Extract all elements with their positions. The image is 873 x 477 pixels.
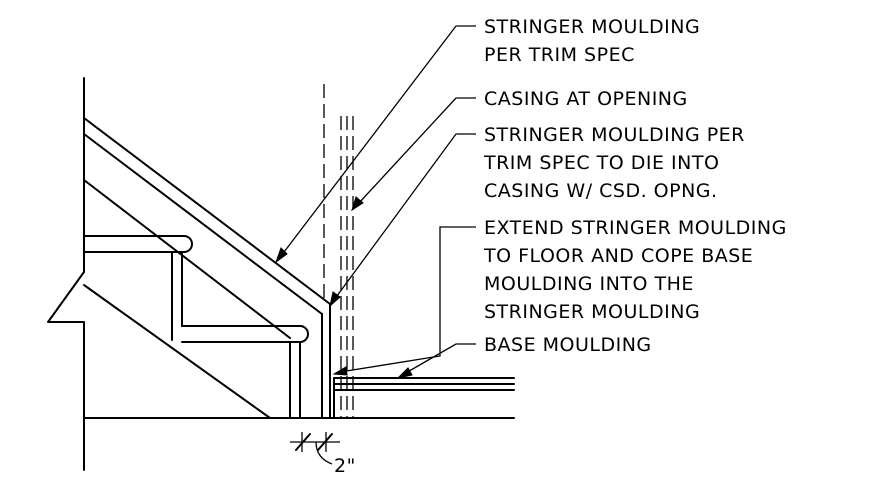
leader-casing: [357, 97, 476, 205]
stringer-bottom-diag: [83, 284, 271, 419]
leaders: [274, 25, 476, 379]
dimension-2-inch: 2": [290, 432, 356, 477]
note-extend-line3: MOULDING INTO THE: [484, 273, 694, 295]
stringer-moulding-top: [83, 117, 331, 305]
note-stringer-die-line3: CASING W/ CSD. OPNG.: [484, 180, 718, 202]
note-stringer-moulding-line1: STRINGER MOULDING: [484, 16, 700, 38]
stringer-moulding-bottom: [83, 133, 323, 315]
note-stringer-moulding-line2: PER TRIM SPEC: [484, 44, 635, 66]
dimension-value: 2": [334, 455, 356, 477]
note-extend-line4: STRINGER MOULDING: [484, 301, 700, 323]
lower-tread: [181, 325, 309, 343]
note-base-moulding: BASE MOULDING: [484, 334, 652, 356]
leader-stringer-moulding: [280, 25, 476, 257]
arrow-base-moulding: [396, 367, 413, 379]
note-stringer-die-line1: STRINGER MOULDING PER: [484, 124, 745, 146]
arrow-stringer-moulding: [274, 247, 288, 264]
stair-geometry: [47, 77, 515, 471]
notes: STRINGER MOULDING PER TRIM SPEC CASING A…: [483, 16, 787, 356]
leader-extend-stringer: [339, 226, 476, 373]
note-extend-line2: TO FLOOR AND COPE BASE: [483, 245, 753, 267]
break-symbol: [47, 271, 85, 419]
stringer-lower: [83, 179, 291, 339]
note-extend-line1: EXTEND STRINGER MOULDING: [484, 217, 787, 239]
arrow-extend-stringer: [332, 366, 348, 376]
note-stringer-die-line2: TRIM SPEC TO DIE INTO: [483, 152, 719, 174]
dimension-tick-right: [317, 433, 333, 451]
leader-base-moulding: [403, 343, 476, 375]
leader-stringer-die: [333, 133, 476, 301]
arrow-stringer-die: [329, 291, 341, 308]
dimension-tick-left: [295, 433, 311, 451]
arrow-casing: [351, 196, 364, 212]
upper-tread: [83, 235, 193, 253]
dimension-leader: [315, 441, 333, 465]
note-casing: CASING AT OPENING: [484, 88, 688, 110]
